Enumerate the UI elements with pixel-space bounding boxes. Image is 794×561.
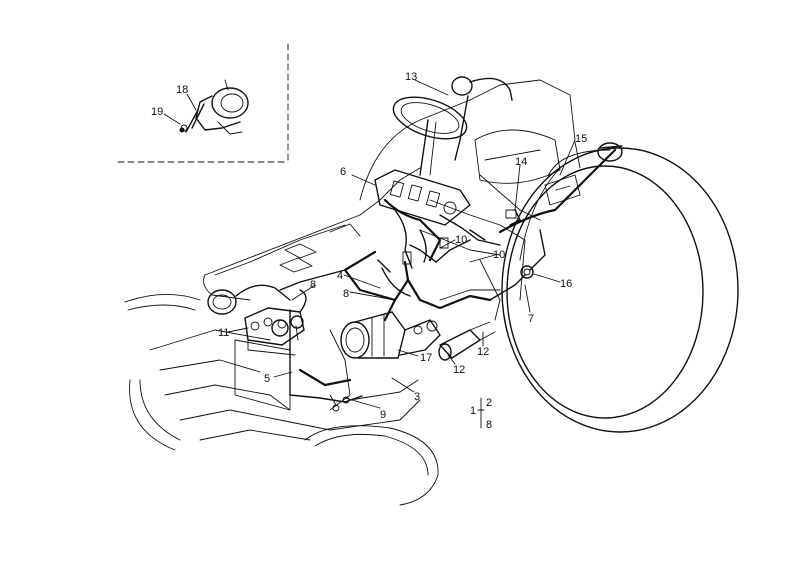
callout-17: 17: [420, 352, 432, 364]
main-harness: [279, 237, 526, 412]
rear-harness: [498, 142, 623, 279]
callout-18: 18: [176, 84, 188, 96]
callout-16: 16: [560, 278, 572, 290]
inset-frame: [117, 43, 289, 163]
callout-2: 2: [486, 397, 492, 409]
callout-12-left: 12: [453, 364, 465, 376]
leader-lines: [163, 79, 581, 429]
callout-13: 13: [405, 71, 417, 83]
callout-labels: 13 6 14 15 16 7 10 10 4 8 8 11 5 9 3 17 …: [151, 71, 587, 431]
front-wheels: [124, 294, 439, 506]
callout-3: 3: [414, 391, 420, 403]
callout-4: 4: [337, 270, 343, 282]
callout-5: 5: [264, 373, 270, 385]
steering-wheel: [392, 96, 468, 176]
rear-wheel: [501, 147, 739, 433]
callout-7: 7: [528, 313, 534, 325]
callout-8-group: 8: [486, 419, 492, 431]
instrument-cluster: [374, 169, 501, 269]
callout-14: 14: [515, 156, 527, 168]
starter-motor: [438, 321, 496, 361]
front-lamps-battery: [207, 284, 307, 356]
callout-9: 9: [380, 409, 386, 421]
inset-lamp-detail: [179, 79, 249, 135]
callout-12-right: 12: [477, 346, 489, 358]
callout-8-right: 8: [343, 288, 349, 300]
callout-15: 15: [575, 133, 587, 145]
callout-1: 1: [470, 405, 476, 417]
callout-19: 19: [151, 106, 163, 118]
alternator: [340, 311, 441, 359]
callout-11: 11: [218, 327, 229, 339]
seat-lamp: [451, 76, 513, 161]
callout-8-left: 8: [310, 279, 316, 291]
callout-10-upper: 10: [455, 234, 467, 246]
callout-6: 6: [340, 166, 346, 178]
callout-10-lower: 10: [493, 249, 505, 261]
